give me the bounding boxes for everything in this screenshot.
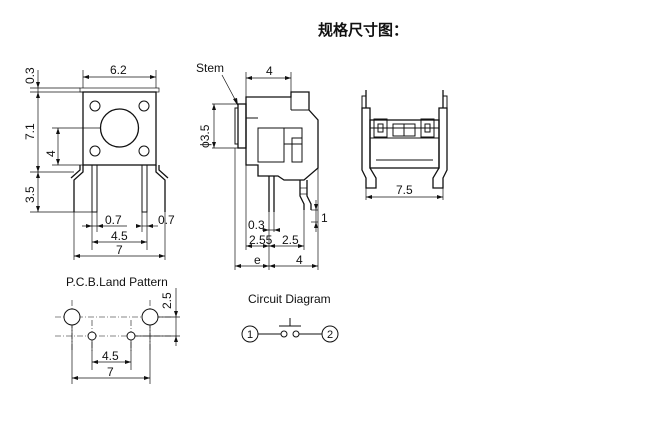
pcb-dim-25: 2.5 [160, 292, 174, 309]
side-lead-back [299, 180, 312, 210]
front-lead-right-inner [141, 164, 148, 213]
front-lead-left-outer [70, 165, 84, 212]
side-body-outline [245, 91, 319, 181]
side-view: Stem 4 ϕ3.5 0.3 1 [196, 61, 328, 270]
pcb-hole-small-right [126, 331, 136, 341]
dim-side-e: e [254, 253, 261, 267]
pcb-land-pattern: P.C.B.Land Pattern 2.5 4.5 7 [55, 275, 180, 384]
circuit-node-1-label: 1 [247, 329, 253, 341]
stem-circle [99, 108, 140, 148]
pcb-label: P.C.B.Land Pattern [66, 275, 168, 289]
dim-side-03: 0.3 [248, 218, 265, 232]
dim-front-lead-length: 3.5 [23, 186, 37, 203]
back-view: 7.5 [361, 90, 448, 200]
corner-peg-tl [89, 100, 101, 112]
pcb-dim-7: 7 [107, 365, 114, 379]
pcb-hole-small-left [87, 331, 97, 341]
circuit-label: Circuit Diagram [248, 292, 331, 306]
corner-peg-tr [138, 100, 150, 112]
dim-front-pitch: 4.5 [111, 229, 128, 243]
side-stem [237, 103, 247, 149]
front-view: 6.2 0.3 7.1 3.5 4 0.7 0.7 [23, 63, 175, 260]
back-body [369, 119, 440, 169]
dim-front-lead-left: 0.7 [105, 213, 122, 227]
dim-front-total: 7 [116, 243, 123, 257]
dim-side-255: 2.55 [249, 233, 273, 247]
front-lead-right-outer [155, 165, 169, 212]
pcb-hole-large-right [141, 308, 159, 326]
dim-side-25: 2.5 [282, 233, 299, 247]
dim-side-top-width: 4 [266, 64, 273, 78]
dim-front-button-height: 4 [44, 150, 58, 157]
side-lead-front [268, 176, 275, 212]
front-top-flange [79, 87, 160, 93]
circuit-diagram: Circuit Diagram 1 2 [241, 292, 339, 343]
label-stem: Stem [196, 61, 224, 75]
dim-side-4: 4 [296, 253, 303, 267]
dim-front-body-height: 7.1 [23, 123, 37, 140]
dim-back-width: 7.5 [396, 183, 413, 197]
corner-peg-br [138, 145, 150, 157]
dim-side-1: 1 [321, 211, 328, 225]
back-terminal-right [420, 118, 435, 138]
corner-peg-bl [89, 145, 101, 157]
front-lead-left-inner [91, 164, 98, 213]
front-body-outline [82, 91, 157, 166]
back-terminal-left [373, 118, 388, 138]
dim-front-width: 6.2 [110, 63, 127, 77]
circuit-node-2-label: 2 [327, 329, 333, 341]
pcb-dim-45: 4.5 [102, 349, 119, 363]
dim-front-top: 0.3 [23, 67, 37, 84]
pcb-hole-large-left [63, 308, 81, 326]
dim-side-stem-diameter: ϕ3.5 [198, 124, 212, 148]
dim-front-lead-right: 0.7 [158, 213, 175, 227]
drawing-title: 规格尺寸图： [318, 21, 408, 39]
